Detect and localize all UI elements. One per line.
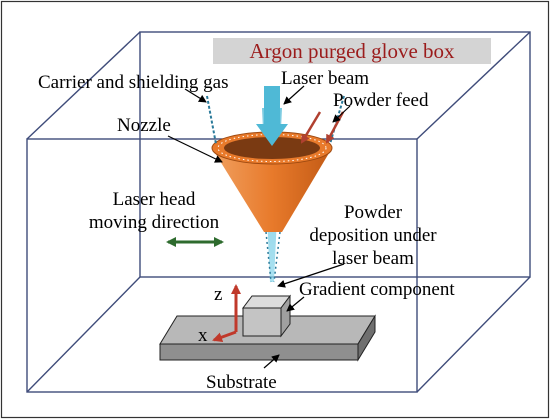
label-laser-beam: Laser beam bbox=[281, 68, 369, 89]
label-gradient-component: Gradient component bbox=[299, 279, 455, 300]
powder-feed-arrow-right bbox=[325, 111, 345, 144]
nozzle-opening bbox=[224, 137, 320, 159]
nozzle-cone bbox=[212, 148, 332, 232]
nozzle-powder-dots bbox=[217, 134, 327, 162]
label-powder-deposition-3: laser beam bbox=[332, 248, 414, 269]
leader-lines bbox=[167, 85, 351, 369]
label-substrate: Substrate bbox=[206, 372, 277, 393]
powder-feed-arrow-left bbox=[300, 111, 322, 144]
diagram-title: Argon purged glove box bbox=[249, 39, 455, 63]
title-box bbox=[213, 38, 491, 64]
label-powder-deposition-2: deposition under bbox=[309, 225, 437, 246]
label-powder-deposition-1: Powder bbox=[344, 202, 403, 223]
label-powder-feed: Powder feed bbox=[333, 90, 429, 111]
x-axis-label: x bbox=[198, 325, 208, 346]
label-moving-direction-1: Laser head bbox=[113, 189, 196, 210]
label-moving-direction-2: moving direction bbox=[89, 212, 220, 233]
gradient-component-block bbox=[242, 294, 291, 338]
z-axis-label: z bbox=[214, 284, 222, 305]
laser-beam-arrow bbox=[256, 86, 288, 146]
glove-box bbox=[26, 31, 531, 393]
powder-stream bbox=[265, 231, 281, 283]
label-carrier-gas: Carrier and shielding gas bbox=[38, 72, 228, 93]
label-nozzle: Nozzle bbox=[117, 115, 171, 136]
x-axis-arrow bbox=[212, 330, 237, 342]
